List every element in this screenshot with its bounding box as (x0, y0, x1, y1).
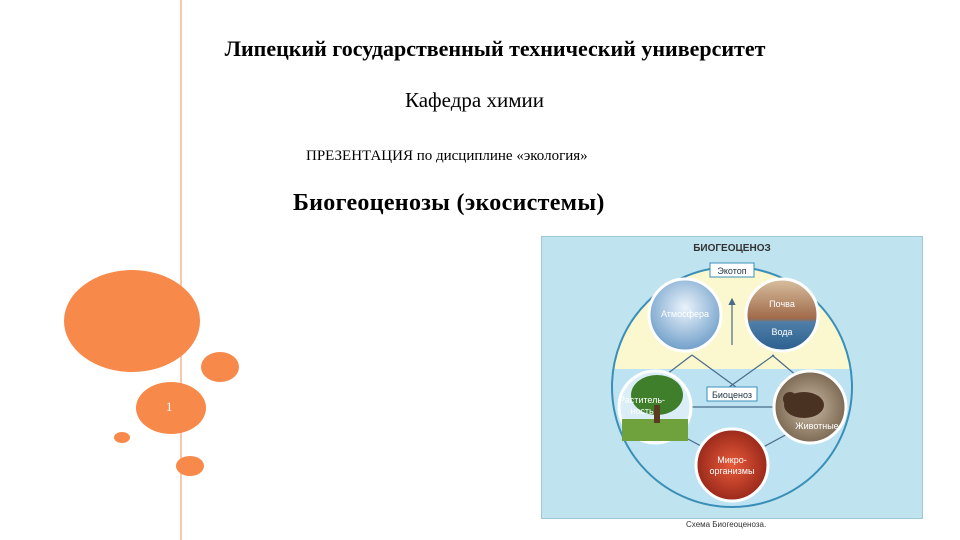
atmosphere-label: Атмосфера (661, 309, 709, 319)
animals-label: Животные (795, 421, 838, 431)
decorative-circle-medium (201, 352, 239, 382)
presentation-subtitle: ПРЕЗЕНТАЦИЯ по дисциплине «экология» (306, 148, 588, 164)
micro-label-line1: Микро- (717, 455, 746, 465)
biogeocenosis-diagram: БИОГЕОЦЕНОЗ (541, 236, 923, 519)
decorative-circle-large (64, 270, 200, 372)
biocenosis-label: Биоценоз (712, 390, 752, 400)
department-name: Кафедра химии (405, 88, 544, 112)
diagram-title: БИОГЕОЦЕНОЗ (693, 243, 771, 254)
decorative-circle-small (114, 432, 130, 443)
decorative-circle-small-2 (176, 456, 204, 476)
micro-label-line2: организмы (710, 466, 755, 476)
decorative-vertical-line (180, 0, 182, 540)
plants-label-line1: Раститель- (619, 395, 665, 405)
soil-label: Почва (769, 299, 795, 309)
slide-title: Биогеоценозы (экосистемы) (293, 190, 605, 216)
university-name: Липецкий государственный технический уни… (224, 36, 766, 61)
plants-label-line2: ность (630, 406, 654, 416)
water-label: Вода (771, 327, 792, 337)
ecotop-label: Экотоп (717, 266, 746, 276)
slide-number: 1 (166, 399, 173, 414)
diagram-caption: Схема Биогеоценоза. (686, 520, 767, 529)
slide-number-circle (136, 382, 206, 434)
